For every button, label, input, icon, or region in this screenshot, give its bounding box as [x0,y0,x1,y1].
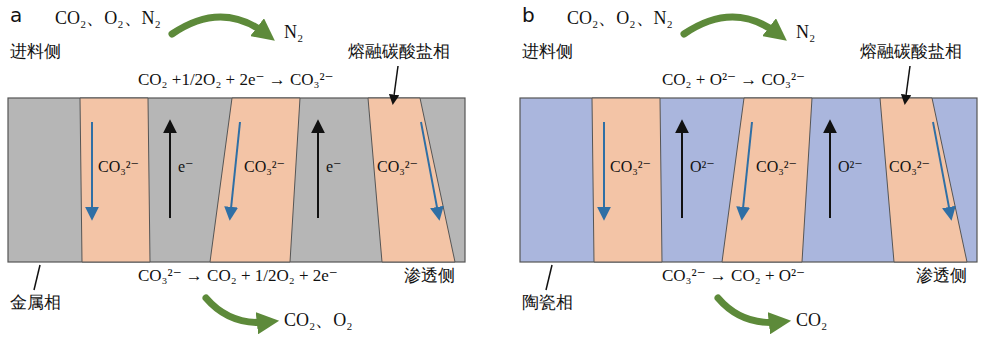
reaction-formula: CO₃²⁻ → CO₂ + O²⁻ [662,266,805,286]
phase-label: 陶瓷相 [522,293,573,313]
phase-label: 熔融碳酸盐相 [860,42,962,62]
ion-label: e⁻ [326,158,342,176]
ion-label: O²⁻ [690,158,715,176]
feed-gas: CO₂、O₂、N₂ [55,8,161,29]
ion-label: CO₃²⁻ [377,158,418,176]
reaction-formula: CO₂ + O²⁻ → CO₃²⁻ [662,70,805,90]
side-label: 进料侧 [10,42,61,62]
ion-label: CO₃²⁻ [98,158,139,176]
feed-gas: CO₂、O₂、N₂ [567,8,673,29]
panel-letter: b [522,4,535,27]
ion-label: CO₃²⁻ [610,158,651,176]
reaction-formula: CO₂ +1/2O₂ + 2e⁻ → CO₃²⁻ [138,70,334,90]
leader-line [34,66,910,290]
phase-label: 金属相 [10,293,61,313]
ion-label: CO₃²⁻ [756,158,797,176]
ion-label: CO₃²⁻ [244,158,285,176]
side-label: 渗透侧 [404,266,455,286]
side-label: 渗透侧 [916,266,967,286]
ceramic-membrane [520,98,977,262]
ion-label: O²⁻ [838,158,863,176]
metal-membrane [8,98,465,262]
outlet-gas: CO₂、O₂ [284,310,353,331]
side-label: 进料侧 [522,42,573,62]
phase-label: 熔融碳酸盐相 [348,42,450,62]
ion-label: e⁻ [178,158,194,176]
reaction-formula: CO₃²⁻ → CO₂ + 1/2O₂ + 2e⁻ [138,266,338,286]
panel-letter: a [10,4,22,27]
outlet-gas: CO₂ [796,310,827,331]
outlet-gas: N₂ [796,22,815,43]
outlet-gas: N₂ [284,22,303,43]
ion-label: CO₃²⁻ [889,158,930,176]
